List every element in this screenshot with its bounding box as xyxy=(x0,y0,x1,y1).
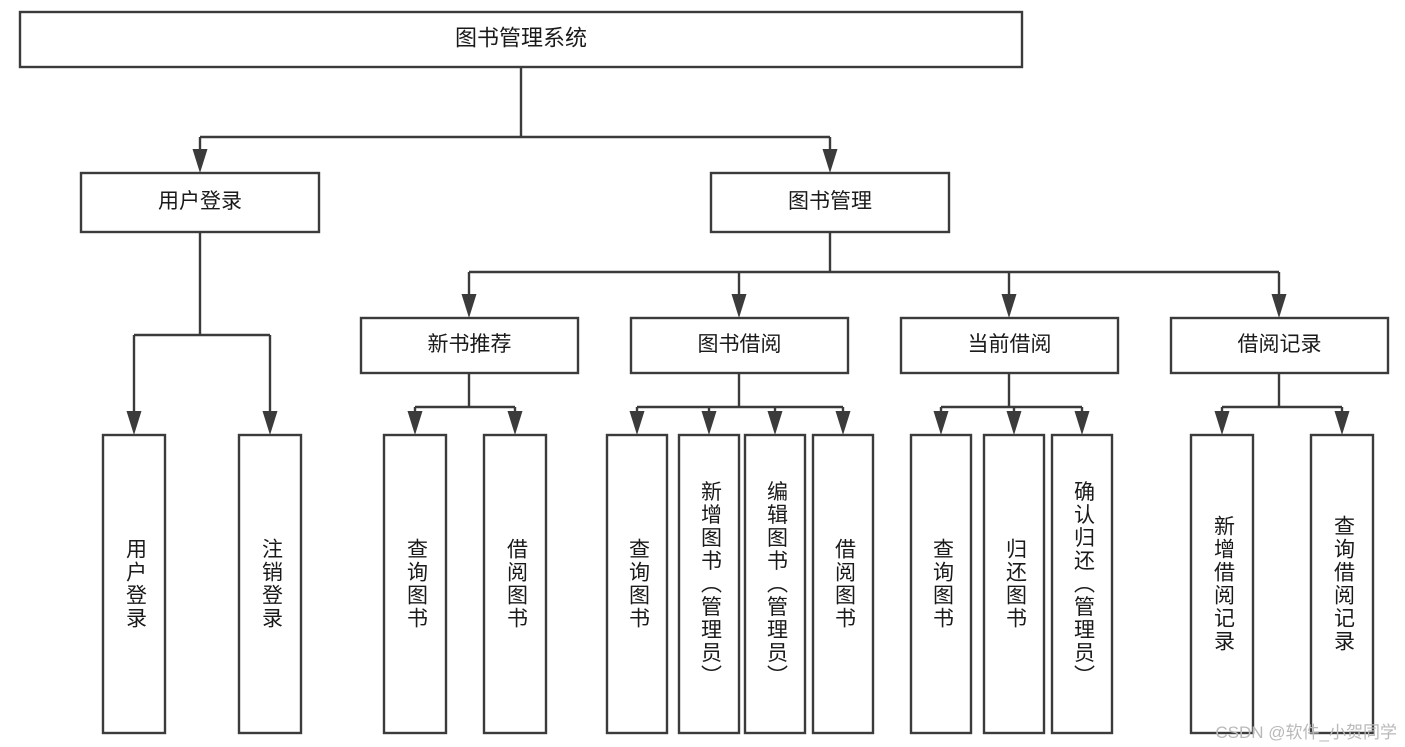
node-leaf-query-book-2-box[interactable] xyxy=(605,433,669,735)
book-borrow-drop-2-arrowhead xyxy=(767,411,783,435)
node-new-book-recommend-box[interactable] xyxy=(359,316,580,375)
node-leaf-return-book[interactable]: 归还图书 xyxy=(982,433,1046,735)
root-drop-0-arrowhead xyxy=(192,149,208,173)
node-borrow-record-box[interactable] xyxy=(1169,316,1390,375)
csdn-watermark: CSDN @软件_小贺同学 xyxy=(1215,723,1397,742)
node-leaf-user-logout[interactable]: 注销登录 xyxy=(237,433,303,735)
node-leaf-add-record[interactable]: 新增借阅记录 xyxy=(1189,433,1255,735)
node-leaf-query-book-3-label: 查询图书 xyxy=(930,538,954,630)
book-borrow-drop-0-arrowhead xyxy=(629,411,645,435)
node-leaf-borrow-book-2-box[interactable] xyxy=(811,433,875,735)
node-leaf-edit-book[interactable]: 编辑图书（管理员） xyxy=(743,433,807,735)
node-book-borrow[interactable]: 图书借阅 xyxy=(629,316,850,375)
node-leaf-query-book-1-label: 查询图书 xyxy=(404,538,428,630)
node-leaf-add-book-box[interactable] xyxy=(677,433,741,735)
book-manage-drop-2-arrowhead xyxy=(1001,294,1017,318)
node-leaf-borrow-book-1-label: 借阅图书 xyxy=(504,538,528,630)
node-borrow-record[interactable]: 借阅记录 xyxy=(1169,316,1390,375)
current-borrow-drop-1-arrowhead xyxy=(1006,411,1022,435)
current-borrow-drop-0-arrowhead xyxy=(933,411,949,435)
borrow-record-drop-1-arrowhead xyxy=(1334,411,1350,435)
node-book-borrow-box[interactable] xyxy=(629,316,850,375)
node-book-manage-label: 图书管理 xyxy=(788,190,872,213)
node-layer: 图书管理系统用户登录图书管理新书推荐图书借阅当前借阅借阅记录用户登录注销登录查询… xyxy=(18,10,1390,735)
node-system-title-label: 图书管理系统 xyxy=(455,25,587,50)
current-borrow-drop-2-arrowhead xyxy=(1074,411,1090,435)
node-leaf-query-record-box[interactable] xyxy=(1309,433,1375,735)
node-leaf-query-book-2[interactable]: 查询图书 xyxy=(605,433,669,735)
node-leaf-edit-book-box[interactable] xyxy=(743,433,807,735)
node-leaf-query-record-label: 查询借阅记录 xyxy=(1331,515,1355,653)
node-leaf-return-book-label: 归还图书 xyxy=(1003,538,1027,630)
node-leaf-add-record-label: 新增借阅记录 xyxy=(1211,515,1235,653)
user-login-drop-0-arrowhead xyxy=(126,411,142,435)
root-drop-1-arrowhead xyxy=(822,149,838,173)
node-system-title[interactable]: 图书管理系统 xyxy=(18,10,1024,69)
book-borrow-drop-3-arrowhead xyxy=(835,411,851,435)
node-leaf-user-login-label: 用户登录 xyxy=(123,538,147,630)
node-borrow-record-label: 借阅记录 xyxy=(1238,333,1322,356)
node-leaf-user-logout-box[interactable] xyxy=(237,433,303,735)
book-manage-drop-0-arrowhead xyxy=(461,294,477,318)
node-user-login-label: 用户登录 xyxy=(158,190,242,213)
node-leaf-confirm-return[interactable]: 确认归还（管理员） xyxy=(1050,433,1114,735)
node-leaf-edit-book-label: 编辑图书（管理员） xyxy=(764,481,788,688)
node-leaf-query-book-3-box[interactable] xyxy=(909,433,973,735)
node-current-borrow-label: 当前借阅 xyxy=(968,333,1052,356)
node-system-title-box[interactable] xyxy=(18,10,1024,69)
node-leaf-add-record-box[interactable] xyxy=(1189,433,1255,735)
book-borrow-drop-1-arrowhead xyxy=(701,411,717,435)
node-leaf-user-login-box[interactable] xyxy=(101,433,167,735)
book-manage-drop-1-arrowhead xyxy=(731,294,747,318)
node-leaf-borrow-book-2-label: 借阅图书 xyxy=(832,538,856,630)
node-user-login-box[interactable] xyxy=(79,171,321,234)
node-leaf-query-book-3[interactable]: 查询图书 xyxy=(909,433,973,735)
node-leaf-query-book-2-label: 查询图书 xyxy=(626,538,650,630)
node-leaf-query-book-1-box[interactable] xyxy=(382,433,448,735)
node-current-borrow-box[interactable] xyxy=(899,316,1120,375)
node-book-manage-box[interactable] xyxy=(709,171,951,234)
node-leaf-query-book-1[interactable]: 查询图书 xyxy=(382,433,448,735)
new-book-recommend-drop-1-arrowhead xyxy=(507,411,523,435)
node-current-borrow[interactable]: 当前借阅 xyxy=(899,316,1120,375)
node-user-login[interactable]: 用户登录 xyxy=(79,171,321,234)
node-leaf-borrow-book-2[interactable]: 借阅图书 xyxy=(811,433,875,735)
node-leaf-user-logout-label: 注销登录 xyxy=(259,538,283,630)
node-new-book-recommend[interactable]: 新书推荐 xyxy=(359,316,580,375)
node-leaf-add-book[interactable]: 新增图书（管理员） xyxy=(677,433,741,735)
node-new-book-recommend-label: 新书推荐 xyxy=(428,333,512,356)
node-leaf-user-login[interactable]: 用户登录 xyxy=(101,433,167,735)
node-leaf-return-book-box[interactable] xyxy=(982,433,1046,735)
user-login-drop-1-arrowhead xyxy=(262,411,278,435)
new-book-recommend-drop-0-arrowhead xyxy=(407,411,423,435)
node-book-borrow-label: 图书借阅 xyxy=(698,333,782,356)
node-leaf-query-record[interactable]: 查询借阅记录 xyxy=(1309,433,1375,735)
book-manage-drop-3-arrowhead xyxy=(1271,294,1287,318)
node-leaf-confirm-return-box[interactable] xyxy=(1050,433,1114,735)
borrow-record-drop-0-arrowhead xyxy=(1214,411,1230,435)
connector-layer xyxy=(126,67,1350,435)
node-leaf-borrow-book-1-box[interactable] xyxy=(482,433,548,735)
node-leaf-borrow-book-1[interactable]: 借阅图书 xyxy=(482,433,548,735)
node-leaf-add-book-label: 新增图书（管理员） xyxy=(698,481,722,688)
node-leaf-confirm-return-label: 确认归还（管理员） xyxy=(1071,481,1095,688)
node-book-manage[interactable]: 图书管理 xyxy=(709,171,951,234)
